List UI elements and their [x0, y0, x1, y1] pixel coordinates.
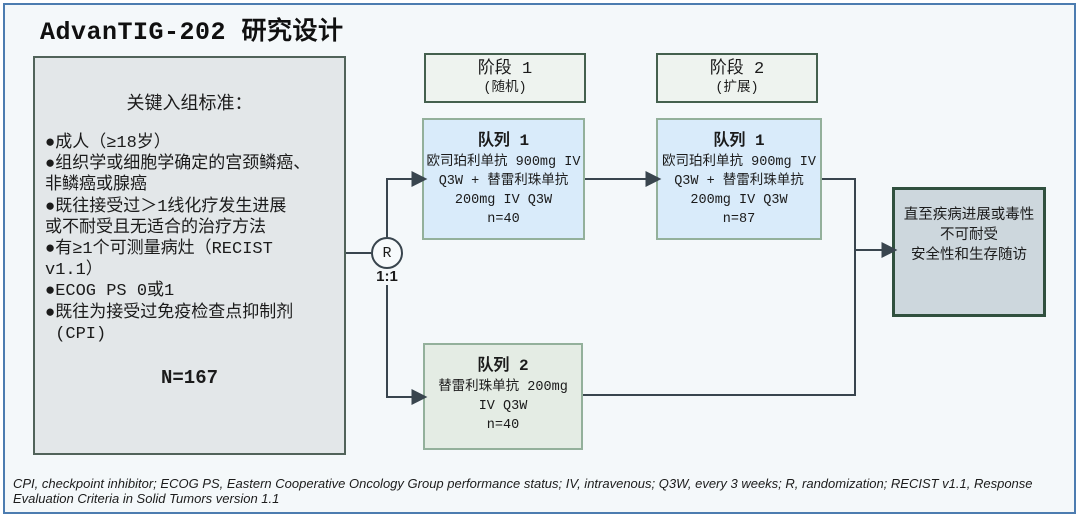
- cohort2-regimen-line: 替雷利珠单抗 200mg: [438, 380, 568, 395]
- cohort2-n: n=40: [486, 418, 520, 433]
- cohort1-phase2-n: n=87: [722, 212, 756, 227]
- page-title: AdvanTIG-202 研究设计: [40, 18, 344, 47]
- randomization-ratio: 1:1: [366, 268, 408, 285]
- inclusion-criterion-line: ●组织学或细胞学确定的宫颈鳞癌、: [45, 155, 311, 175]
- inclusion-criterion-line: v1.1）: [45, 261, 103, 281]
- abbreviations-footnote: CPI, checkpoint inhibitor; ECOG PS, East…: [13, 476, 1033, 506]
- cohort1-phase2-regimen-line: Q3W + 替雷利珠单抗: [674, 174, 804, 189]
- inclusion-criterion-line: ●既往接受过＞1线化疗发生进展: [45, 197, 287, 217]
- cohort1-phase1-n: n=40: [487, 212, 520, 227]
- followup-line: 直至疾病进展或毒性: [903, 208, 1035, 224]
- phase1-header-box: 阶段 1 (随机): [424, 53, 586, 103]
- cohort1-phase2-box: 队列 1 欧司珀利单抗 900mg IV Q3W + 替雷利珠单抗 200mg …: [656, 118, 822, 240]
- inclusion-criterion-line: 非鳞癌或腺癌: [45, 176, 147, 196]
- phase2-title: 阶段 2: [709, 60, 765, 79]
- cohort2-title: 队列 2: [477, 357, 529, 375]
- inclusion-criterion-line: (CPI): [45, 324, 107, 344]
- cohort1-phase2-regimen-line: 200mg IV Q3W: [690, 193, 788, 208]
- cohort1-phase2-title: 队列 1: [713, 132, 765, 150]
- cohort1-phase1-regimen-line: Q3W + 替雷利珠单抗: [438, 174, 569, 189]
- inclusion-criterion-line: ●ECOG PS 0或1: [45, 282, 175, 302]
- enrollment-total: N=167: [160, 367, 218, 390]
- inclusion-criterion-line: ●成人（≥18岁）: [45, 134, 171, 153]
- inclusion-criterion-line: 或不耐受且无适合的治疗方法: [45, 218, 266, 238]
- inclusion-bullet-list: ●成人（≥18岁） ●组织学或细胞学确定的宫颈鳞癌、 非鳞癌或腺癌 ●既往接受过…: [35, 133, 344, 345]
- phase1-subtitle: (随机): [483, 81, 527, 96]
- phase2-header-box: 阶段 2 (扩展): [656, 53, 818, 103]
- phase1-title: 阶段 1: [477, 60, 533, 79]
- followup-box: 直至疾病进展或毒性 不可耐受 安全性和生存随访: [892, 187, 1046, 317]
- followup-line: 安全性和生存随访: [911, 248, 1027, 264]
- inclusion-criteria-box: 关键入组标准： ●成人（≥18岁） ●组织学或细胞学确定的宫颈鳞癌、 非鳞癌或腺…: [33, 56, 346, 455]
- cohort1-phase1-regimen-line: 200mg IV Q3W: [454, 193, 553, 208]
- cohort1-phase1-regimen-line: 欧司珀利单抗 900mg IV: [426, 155, 581, 170]
- inclusion-criterion-line: ●既往为接受过免疫检查点抑制剂: [45, 303, 294, 323]
- phase2-subtitle: (扩展): [715, 81, 759, 96]
- randomization-symbol: R: [382, 244, 392, 262]
- cohort1-phase1-title: 队列 1: [477, 132, 530, 150]
- inclusion-criterion-line: ●有≥1个可测量病灶（RECIST: [45, 240, 273, 260]
- followup-line: 不可耐受: [940, 228, 998, 244]
- cohort1-phase1-box: 队列 1 欧司珀利单抗 900mg IV Q3W + 替雷利珠单抗 200mg …: [422, 118, 585, 240]
- cohort1-phase2-regimen-line: 欧司珀利单抗 900mg IV: [662, 155, 816, 170]
- inclusion-heading: 关键入组标准：: [126, 95, 253, 115]
- cohort2-regimen-line: IV Q3W: [478, 399, 528, 414]
- randomization-node: R: [371, 237, 403, 269]
- cohort2-box: 队列 2 替雷利珠单抗 200mg IV Q3W n=40: [423, 343, 583, 450]
